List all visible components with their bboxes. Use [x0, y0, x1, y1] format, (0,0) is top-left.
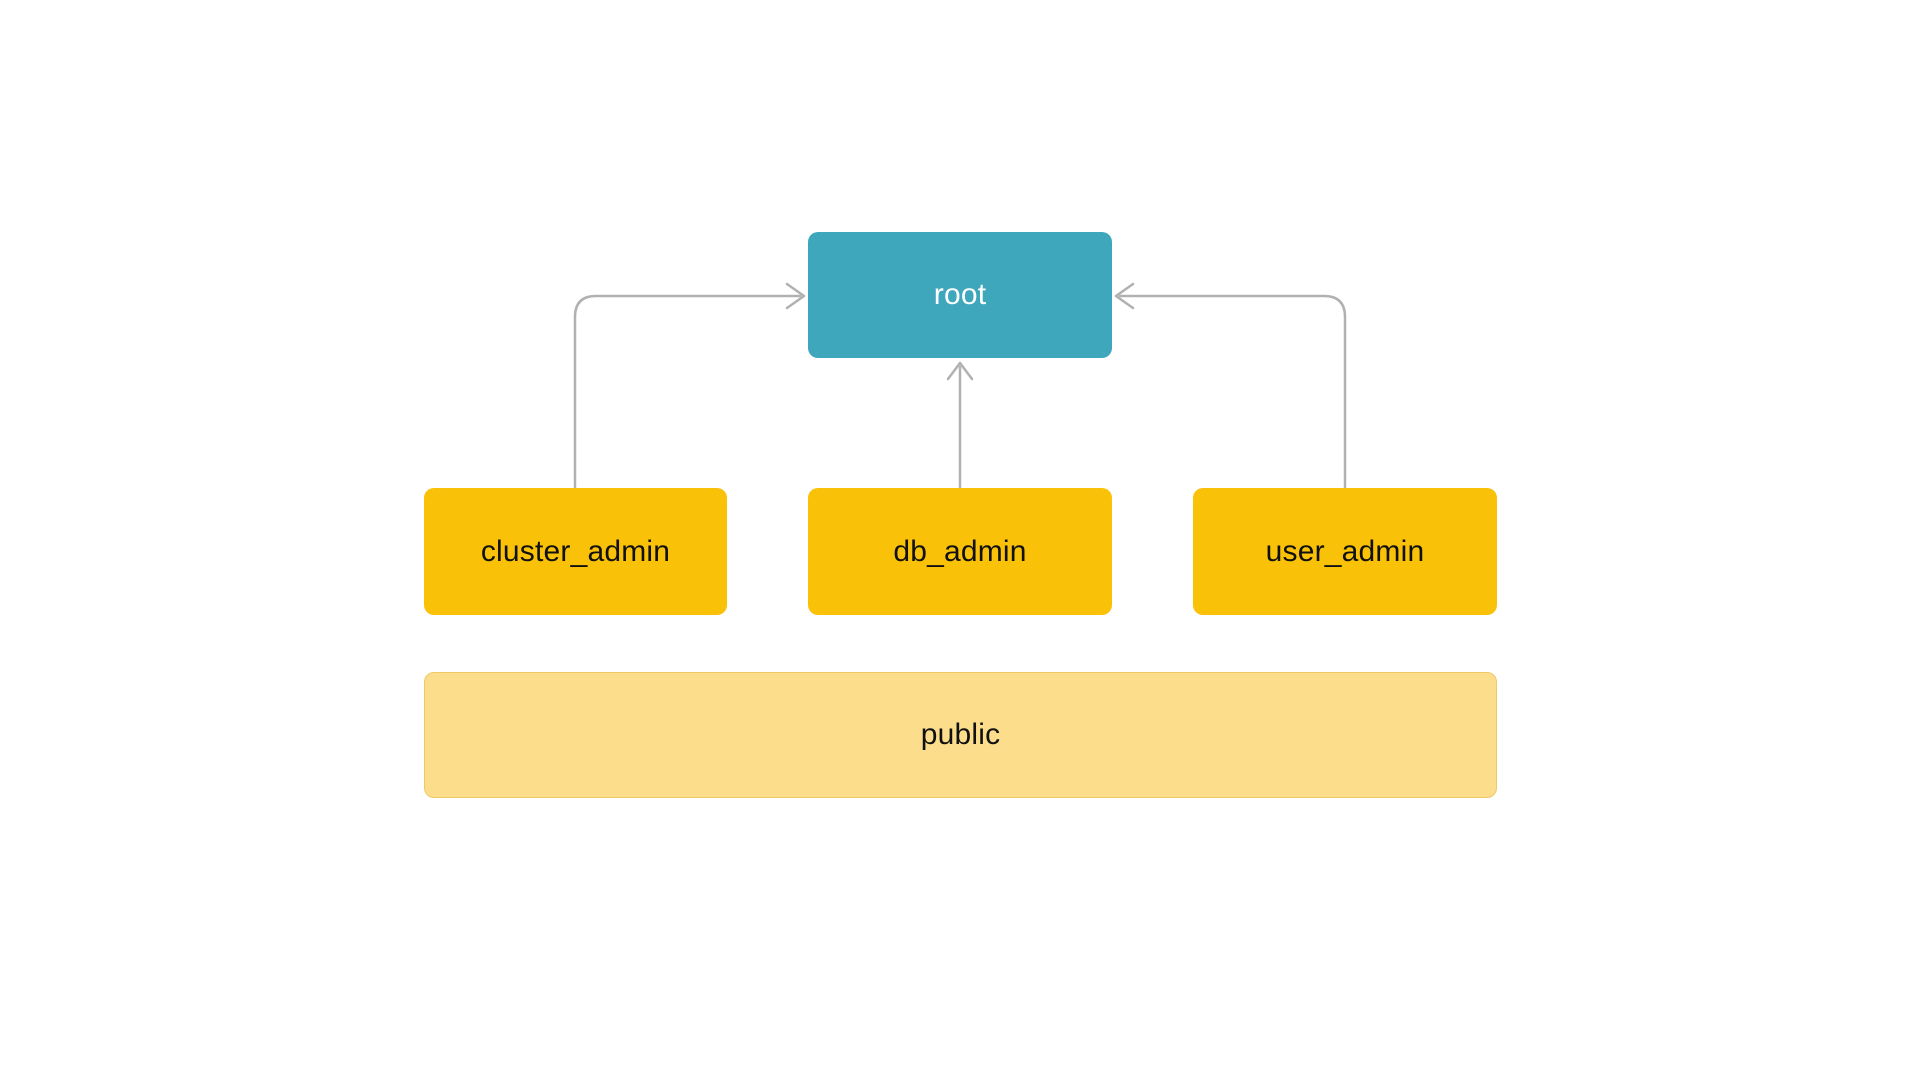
edge-cluster-admin-to-root: [573, 282, 806, 489]
arrowhead-left-icon: [1114, 282, 1135, 310]
edge-user-admin-to-root: [1114, 282, 1347, 489]
node-db-admin: db_admin: [808, 488, 1112, 615]
arrowhead-right-icon: [785, 282, 806, 310]
node-db-admin-label: db_admin: [893, 534, 1027, 568]
edge-db-admin-to-root: [946, 361, 974, 489]
node-cluster-admin: cluster_admin: [424, 488, 727, 615]
node-public-label: public: [920, 718, 1001, 751]
arrowhead-up-icon: [946, 361, 974, 381]
node-root: root: [808, 232, 1112, 358]
node-cluster-admin-label: cluster_admin: [480, 534, 671, 568]
node-public: public: [424, 672, 1497, 798]
node-user-admin-label: user_admin: [1265, 534, 1425, 568]
node-root-label: root: [933, 278, 987, 311]
node-user-admin: user_admin: [1193, 488, 1497, 615]
